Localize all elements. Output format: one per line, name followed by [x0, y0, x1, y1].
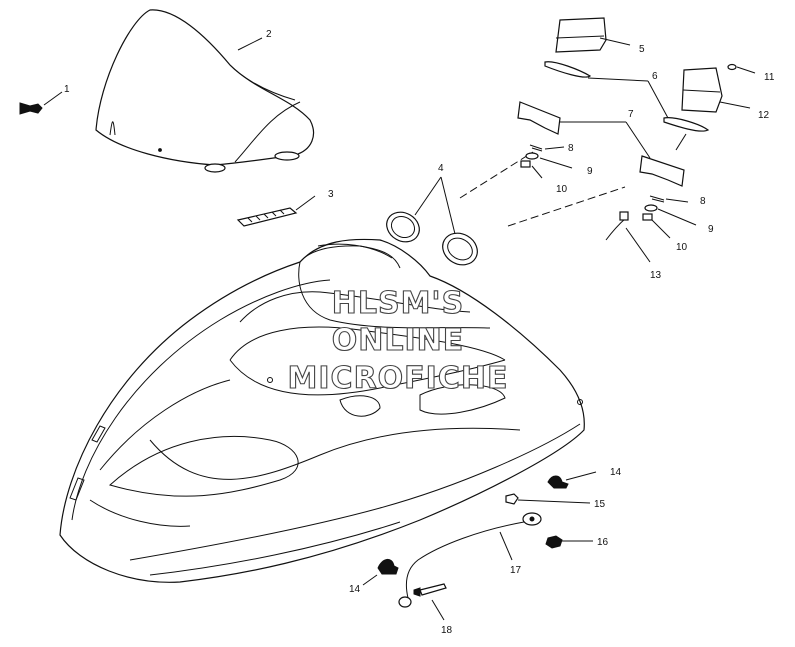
- callout-16: 16: [597, 537, 609, 548]
- part-6-gasket-right: [663, 117, 710, 151]
- part-14-clip-lower: [362, 559, 399, 586]
- callout-10b: 10: [676, 242, 688, 253]
- part-1-rivet: [19, 91, 63, 115]
- part-17-tether-cable: [398, 512, 542, 608]
- part-13-wire-connector: [605, 211, 651, 263]
- callout-3: 3: [328, 189, 334, 200]
- callout-18: 18: [441, 625, 453, 636]
- watermark: HLSM'S ONLINE MICROFICHE: [287, 285, 509, 396]
- part-6-gasket: [544, 61, 669, 119]
- callout-14b: 14: [349, 584, 361, 595]
- callout-9a: 9: [587, 166, 593, 177]
- callout-4: 4: [438, 163, 444, 174]
- part-7-headlight-bracket-right: [507, 155, 685, 227]
- callout-15: 15: [594, 499, 606, 510]
- callout-9b: 9: [708, 224, 714, 235]
- part-16-nut: [545, 535, 593, 549]
- part-5-headlight-lens: [555, 17, 631, 53]
- callout-5: 5: [639, 44, 645, 55]
- callout-8b: 8: [700, 196, 706, 207]
- callout-2: 2: [266, 29, 272, 40]
- part-4-headlight-rings: [386, 151, 534, 266]
- part-8-9-10-right-hardware: [642, 195, 697, 239]
- callout-7: 7: [628, 109, 634, 120]
- callout-13: 13: [650, 270, 662, 281]
- callout-12: 12: [758, 110, 770, 121]
- watermark-line-3: MICROFICHE: [288, 361, 509, 396]
- callout-17: 17: [510, 565, 522, 576]
- callout-11: 11: [764, 72, 775, 83]
- callout-10a: 10: [556, 184, 568, 195]
- callout-labels: 1 2 3 4 5 6 7 8 9 10 11 12 8 9 10 13 14 …: [64, 29, 775, 636]
- part-7-headlight-bracket: [517, 101, 651, 159]
- part-2-windshield: [95, 9, 315, 173]
- hood-body: [59, 238, 585, 583]
- callout-8a: 8: [568, 143, 574, 154]
- part-3-fastener-strip: [236, 195, 316, 227]
- callout-1: 1: [64, 84, 70, 95]
- part-18-push-rivet: [413, 583, 447, 621]
- watermark-line-1: HLSM'S: [332, 286, 464, 321]
- watermark-line-2: ONLINE: [332, 323, 465, 358]
- part-8-9-10-left-hardware: [520, 144, 573, 179]
- part-11-pin: [727, 63, 756, 74]
- callout-6: 6: [652, 71, 658, 82]
- part-12-headlight-lens: [681, 67, 751, 113]
- part-15-screw: [505, 493, 591, 505]
- callout-14a: 14: [610, 467, 622, 478]
- part-14-clip-upper: [547, 471, 597, 489]
